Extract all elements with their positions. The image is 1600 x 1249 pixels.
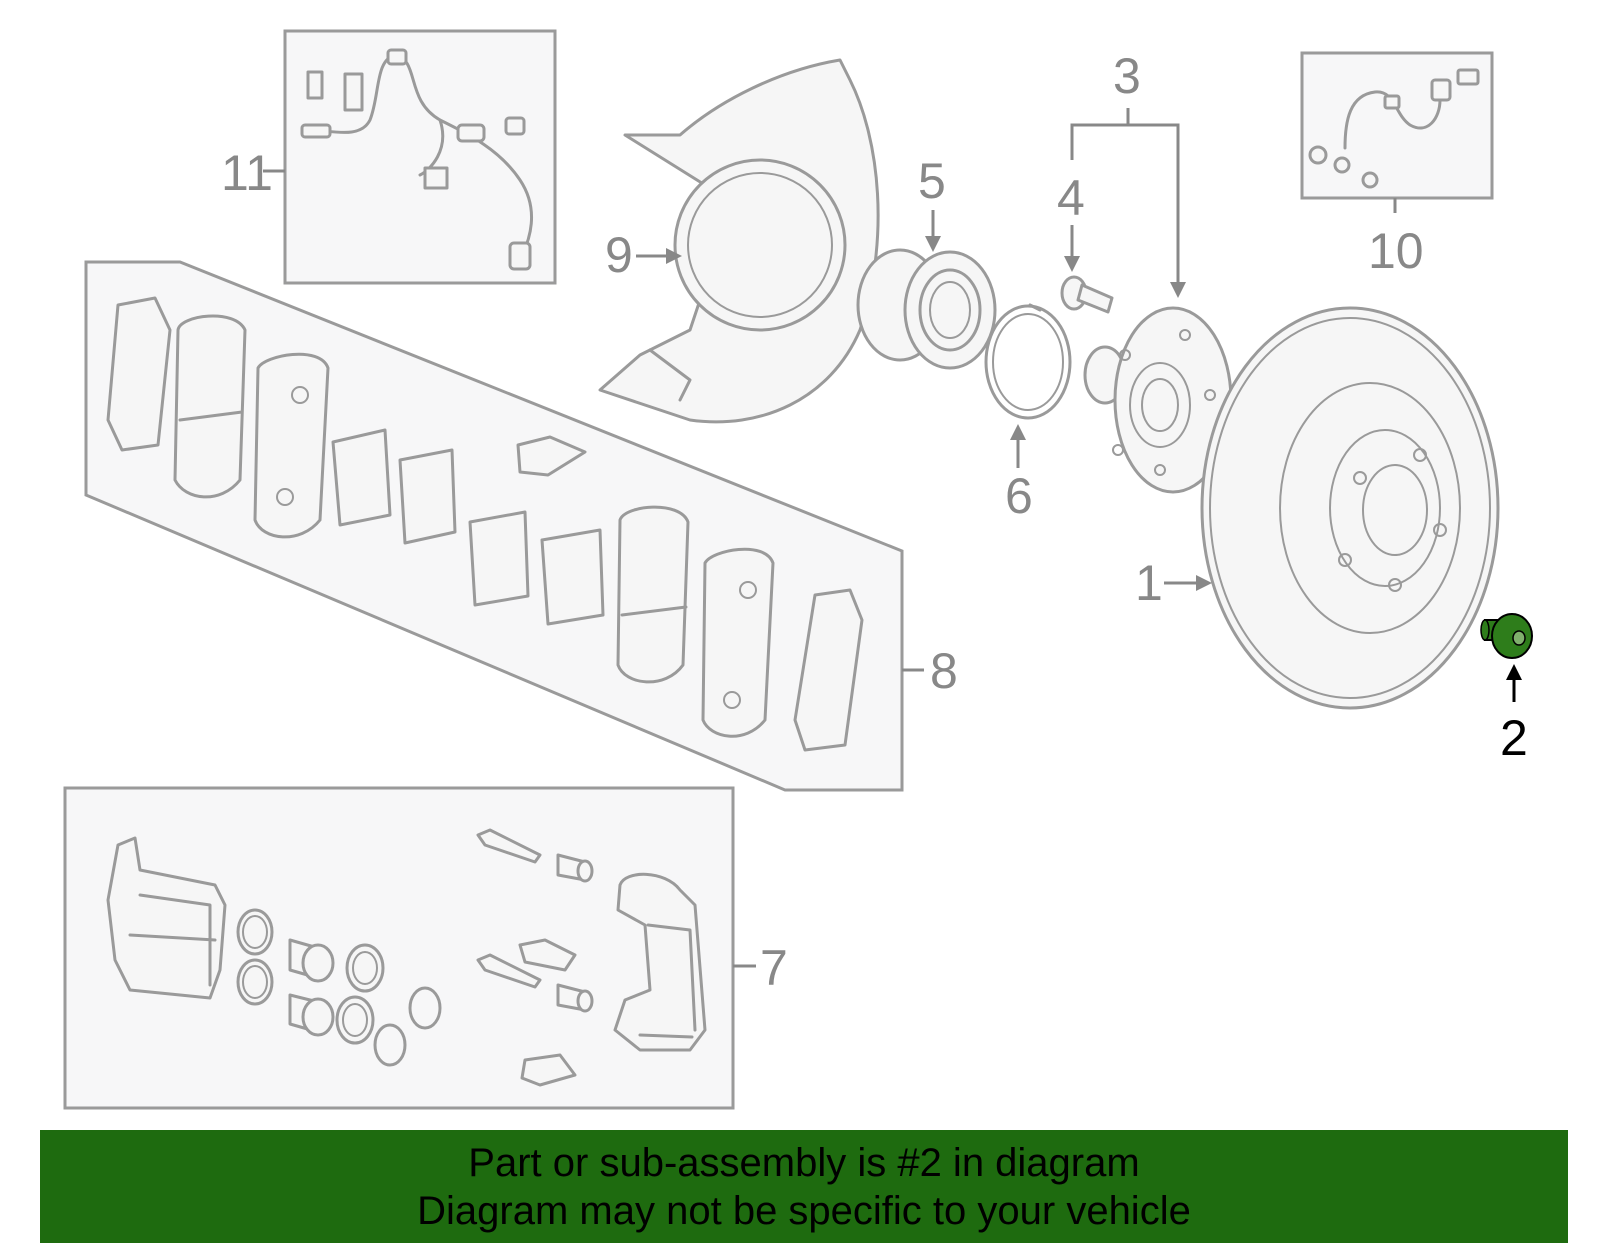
part-6-snap-ring[interactable]: [984, 303, 1072, 420]
part-2-rotor-screw[interactable]: [1480, 613, 1533, 659]
banner-line-1: Part or sub-assembly is #2 in diagram: [468, 1140, 1140, 1185]
callout-2[interactable]: 2: [1500, 664, 1528, 766]
callout-11[interactable]: 11: [221, 145, 285, 201]
svg-text:9: 9: [605, 227, 633, 283]
svg-text:4: 4: [1057, 170, 1085, 226]
svg-text:5: 5: [918, 153, 946, 209]
banner-line-2: Diagram may not be specific to your vehi…: [417, 1188, 1191, 1233]
svg-text:3: 3: [1113, 48, 1141, 104]
info-banner: Part or sub-assembly is #2 in diagram Di…: [40, 1130, 1568, 1243]
svg-text:2: 2: [1500, 710, 1528, 766]
part-11-sensor-group[interactable]: [283, 29, 557, 285]
callout-1[interactable]: 1: [1135, 555, 1212, 611]
svg-text:10: 10: [1368, 223, 1424, 279]
callout-10[interactable]: 10: [1368, 198, 1424, 279]
svg-text:1: 1: [1135, 555, 1163, 611]
callout-8[interactable]: 8: [902, 643, 958, 699]
callout-3[interactable]: 3: [1070, 48, 1186, 298]
callout-5[interactable]: 5: [918, 153, 946, 252]
part-8-brake-pad-set[interactable]: [84, 260, 904, 792]
part-4-hub-bolt[interactable]: [1060, 275, 1114, 314]
callout-6[interactable]: 6: [1005, 424, 1033, 524]
part-9-splash-shield[interactable]: [598, 58, 880, 424]
svg-text:11: 11: [221, 145, 273, 201]
callout-9[interactable]: 9: [605, 227, 682, 283]
callout-4[interactable]: 4: [1057, 170, 1085, 272]
svg-text:6: 6: [1005, 468, 1033, 524]
part-3-hub-assembly[interactable]: [1083, 306, 1233, 494]
part-7-caliper-group[interactable]: [63, 786, 735, 1110]
part-5-wheel-bearing[interactable]: [856, 248, 997, 370]
part-1-brake-rotor[interactable]: [1200, 306, 1500, 710]
svg-text:8: 8: [930, 643, 958, 699]
callout-7[interactable]: 7: [733, 940, 788, 996]
svg-text:7: 7: [760, 940, 788, 996]
part-10-hose-group[interactable]: [1300, 51, 1494, 200]
